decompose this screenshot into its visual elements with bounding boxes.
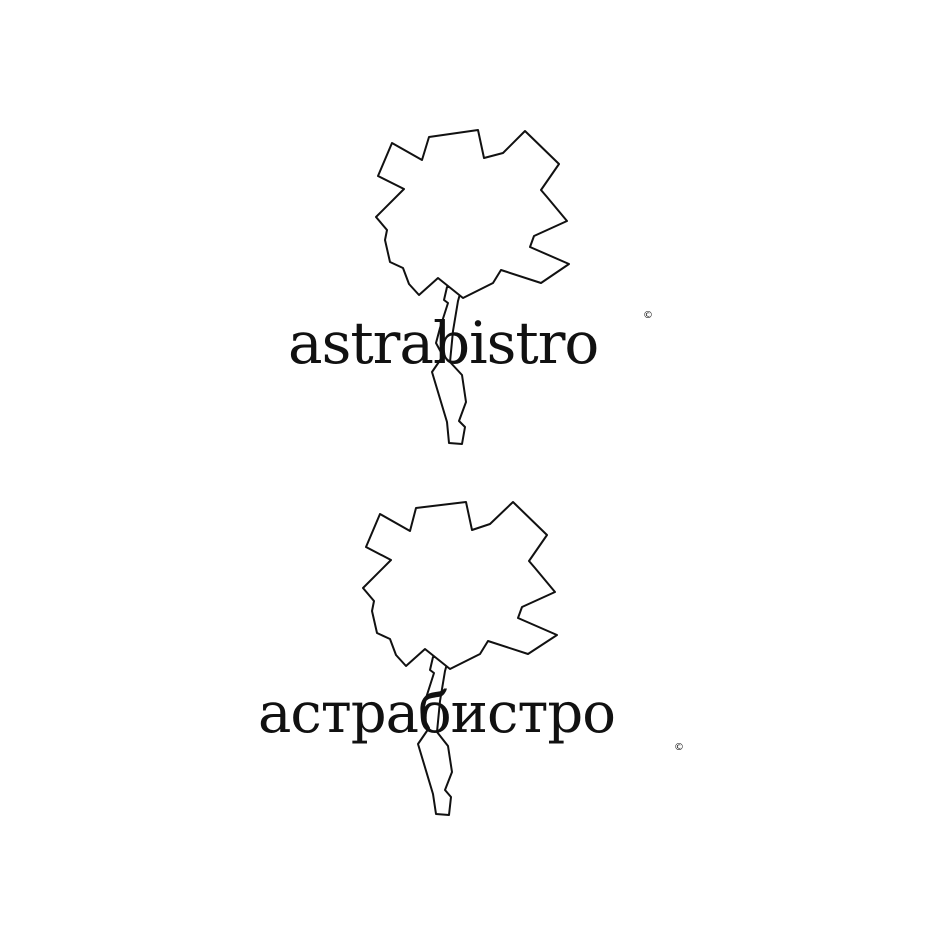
wordmark-cyrillic: астрабистро: [258, 681, 616, 746]
logo-latin: astrabistro ©: [0, 0, 945, 472]
flower-outline-icon: [375, 129, 570, 445]
logo-cyrillic: астрабистро ©: [0, 472, 945, 945]
flower-outline-icon: [0, 472, 945, 949]
copyright-mark: ©: [643, 310, 653, 321]
wordmark-latin: astrabistro: [288, 309, 599, 377]
copyright-mark: ©: [674, 742, 684, 753]
